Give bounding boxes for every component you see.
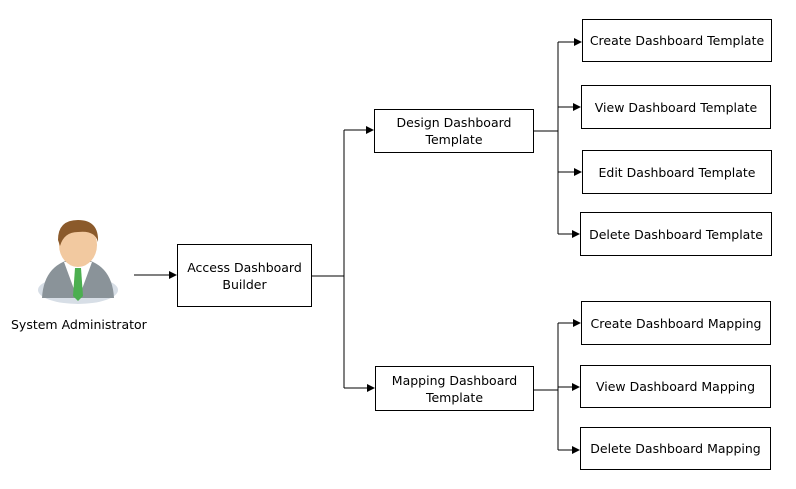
delete-dashboard-mapping-node: Delete Dashboard Mapping (580, 427, 771, 470)
create-dashboard-mapping-node: Create Dashboard Mapping (581, 301, 771, 345)
root-node: Access Dashboard Builder (177, 244, 312, 307)
view-dashboard-mapping-node: View Dashboard Mapping (580, 365, 771, 408)
delete-dashboard-template-node: Delete Dashboard Template (580, 212, 772, 256)
edit-dashboard-template-node: Edit Dashboard Template (582, 150, 772, 194)
user-avatar-icon (38, 220, 118, 304)
actor-label: System Administrator (11, 317, 147, 332)
mapping-dashboard-template-node: Mapping Dashboard Template (375, 366, 534, 411)
view-dashboard-template-node: View Dashboard Template (581, 85, 771, 129)
design-dashboard-template-node: Design Dashboard Template (374, 109, 534, 153)
create-dashboard-template-node: Create Dashboard Template (582, 19, 772, 62)
